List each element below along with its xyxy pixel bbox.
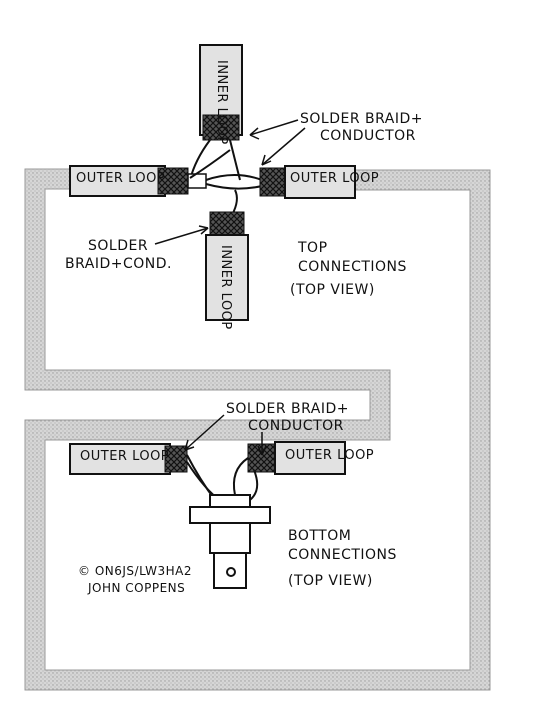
outer-loop-cable-top-right [259,165,356,199]
outer-loop-band-edges [24,168,491,691]
top-conn-line1: TOP [297,240,328,256]
bottom-conn-line3: (TOP VIEW) [288,573,373,589]
top-junction-wires [189,149,263,216]
outer-loop-label-bottom-right: OUTER LOOP [285,448,374,463]
outer-loop-cable-bottom-left [69,443,188,475]
copyright-line1: © ON6JS/LW3HA2 [78,564,192,578]
copyright-line2: JOHN COPPENS [87,581,185,595]
top-conn-line2: CONNECTIONS [298,259,407,275]
solder-top-line1: SOLDER BRAID+ [300,111,423,127]
inner-loop-label-lower: INNER LOOP [218,245,233,330]
outer-loop-cable-bottom-right [247,441,346,475]
solder-top-line2: CONDUCTOR [320,128,416,144]
coax-connector [189,494,271,589]
solder-bottom-arrows [184,414,267,456]
solder-left-line2: BRAID+COND. [65,256,172,272]
solder-left-line1: SOLDER [88,238,148,254]
top-conn-line3: (TOP VIEW) [290,282,375,298]
solder-bottom-line2: CONDUCTOR [248,418,344,434]
solder-left-arrow [154,225,209,245]
bottom-conn-line1: BOTTOM [288,528,351,544]
outer-loop-label-top-left: OUTER LOOP [76,171,165,186]
inner-loop-label-top: INNER LOOP [214,60,229,145]
outer-loop-label-bottom-left: OUTER LOOP [80,449,169,464]
bottom-conn-line2: CONNECTIONS [288,547,397,563]
solder-bottom-line1: SOLDER BRAID+ [226,401,349,417]
solder-top-arrows [249,119,306,166]
inner-loop-cable-lower [205,211,249,321]
outer-loop-label-top-right: OUTER LOOP [290,171,379,186]
